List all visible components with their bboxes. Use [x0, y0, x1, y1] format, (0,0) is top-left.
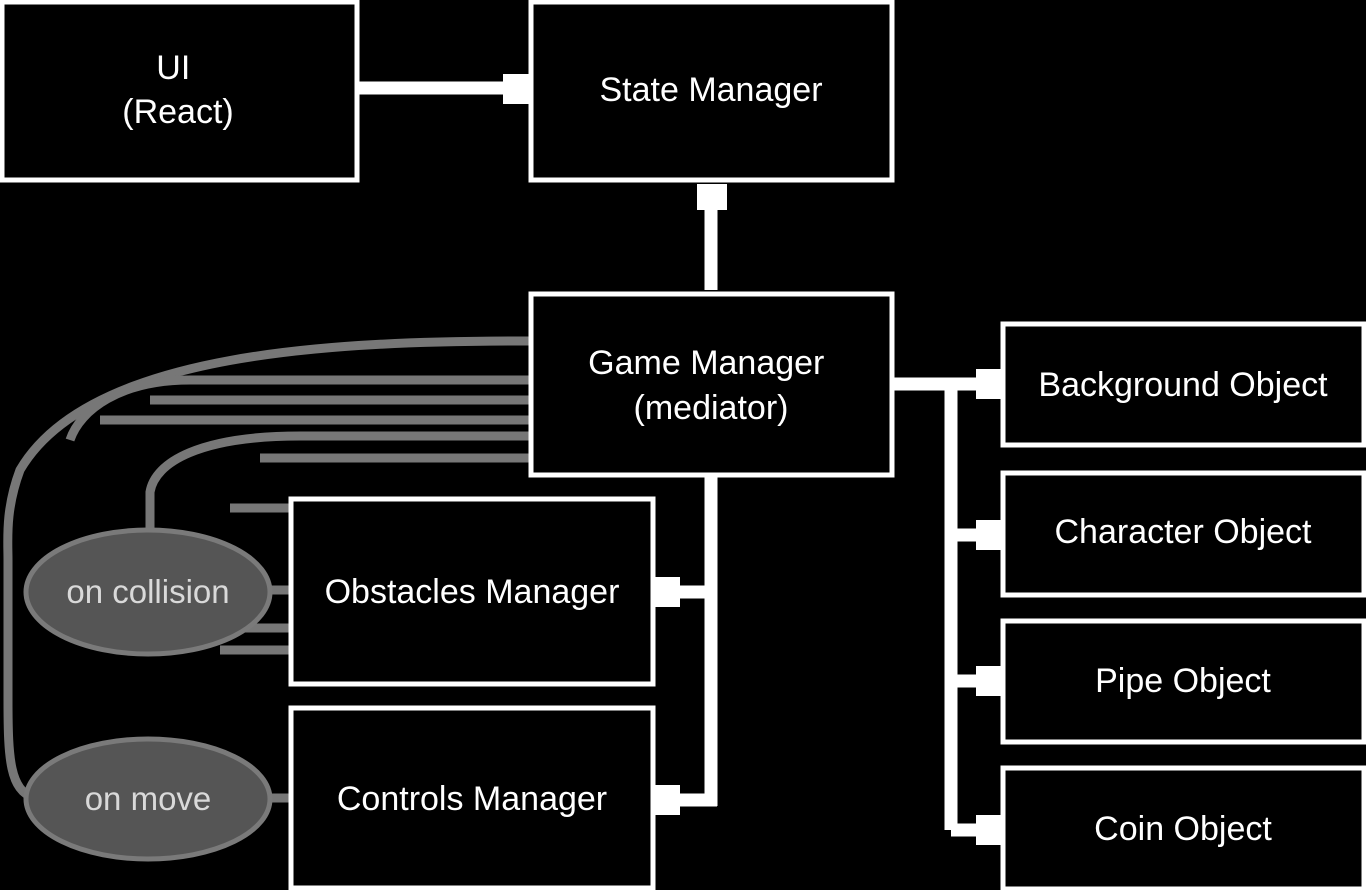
background-object-label: Background Object [1038, 366, 1328, 404]
coin-object-label: Coin Object [1094, 810, 1272, 848]
ui-label-line-1: UI [156, 49, 190, 87]
coin-object-box [1000, 765, 1366, 890]
obstacles-manager-label: Obstacles Manager [325, 573, 620, 611]
on-move-event [23, 736, 273, 862]
connectors [358, 81, 985, 837]
event-connector-collision-2 [65, 375, 530, 442]
on-move-label: on move [85, 780, 212, 817]
arrowhead-pipe [976, 666, 1002, 696]
on-collision-label: on collision [66, 573, 229, 610]
pipe-object-box [1000, 618, 1366, 745]
ui-label: UI (React) [122, 49, 233, 131]
background-object-box [1000, 321, 1366, 448]
event-connectors [3, 336, 531, 803]
arrowhead-coin [976, 815, 1002, 845]
controls-manager-label: Controls Manager [337, 780, 607, 818]
obstacles-manager-box [288, 496, 656, 687]
game-manager-box [528, 291, 895, 478]
arrowhead-state-bottom [697, 184, 727, 210]
controls-manager-box [288, 705, 656, 890]
arrowhead-state-left [503, 74, 529, 104]
character-object-label: Character Object [1055, 513, 1313, 551]
arrowhead-obstacles [654, 577, 680, 607]
pipe-object-label: Pipe Object [1095, 662, 1271, 700]
character-object-box [1000, 470, 1366, 598]
state-manager-label: State Manager [599, 71, 822, 109]
event-connector-collision-5 [145, 431, 530, 530]
arrowhead-background [976, 369, 1002, 399]
game-manager-label-line-2: (mediator) [634, 389, 789, 427]
arrowheads [503, 74, 1002, 845]
state-manager-box [528, 0, 895, 183]
ui-box [0, 0, 360, 183]
event-connector-collision-1 [3, 336, 531, 803]
game-manager-label-line-1: Game Manager [588, 344, 824, 382]
arrowhead-controls [654, 785, 680, 815]
ui-label-line-2: (React) [122, 93, 233, 131]
game-manager-label: Game Manager (mediator) [588, 344, 834, 427]
on-collision-event [23, 527, 273, 657]
arrowhead-character [976, 520, 1002, 550]
